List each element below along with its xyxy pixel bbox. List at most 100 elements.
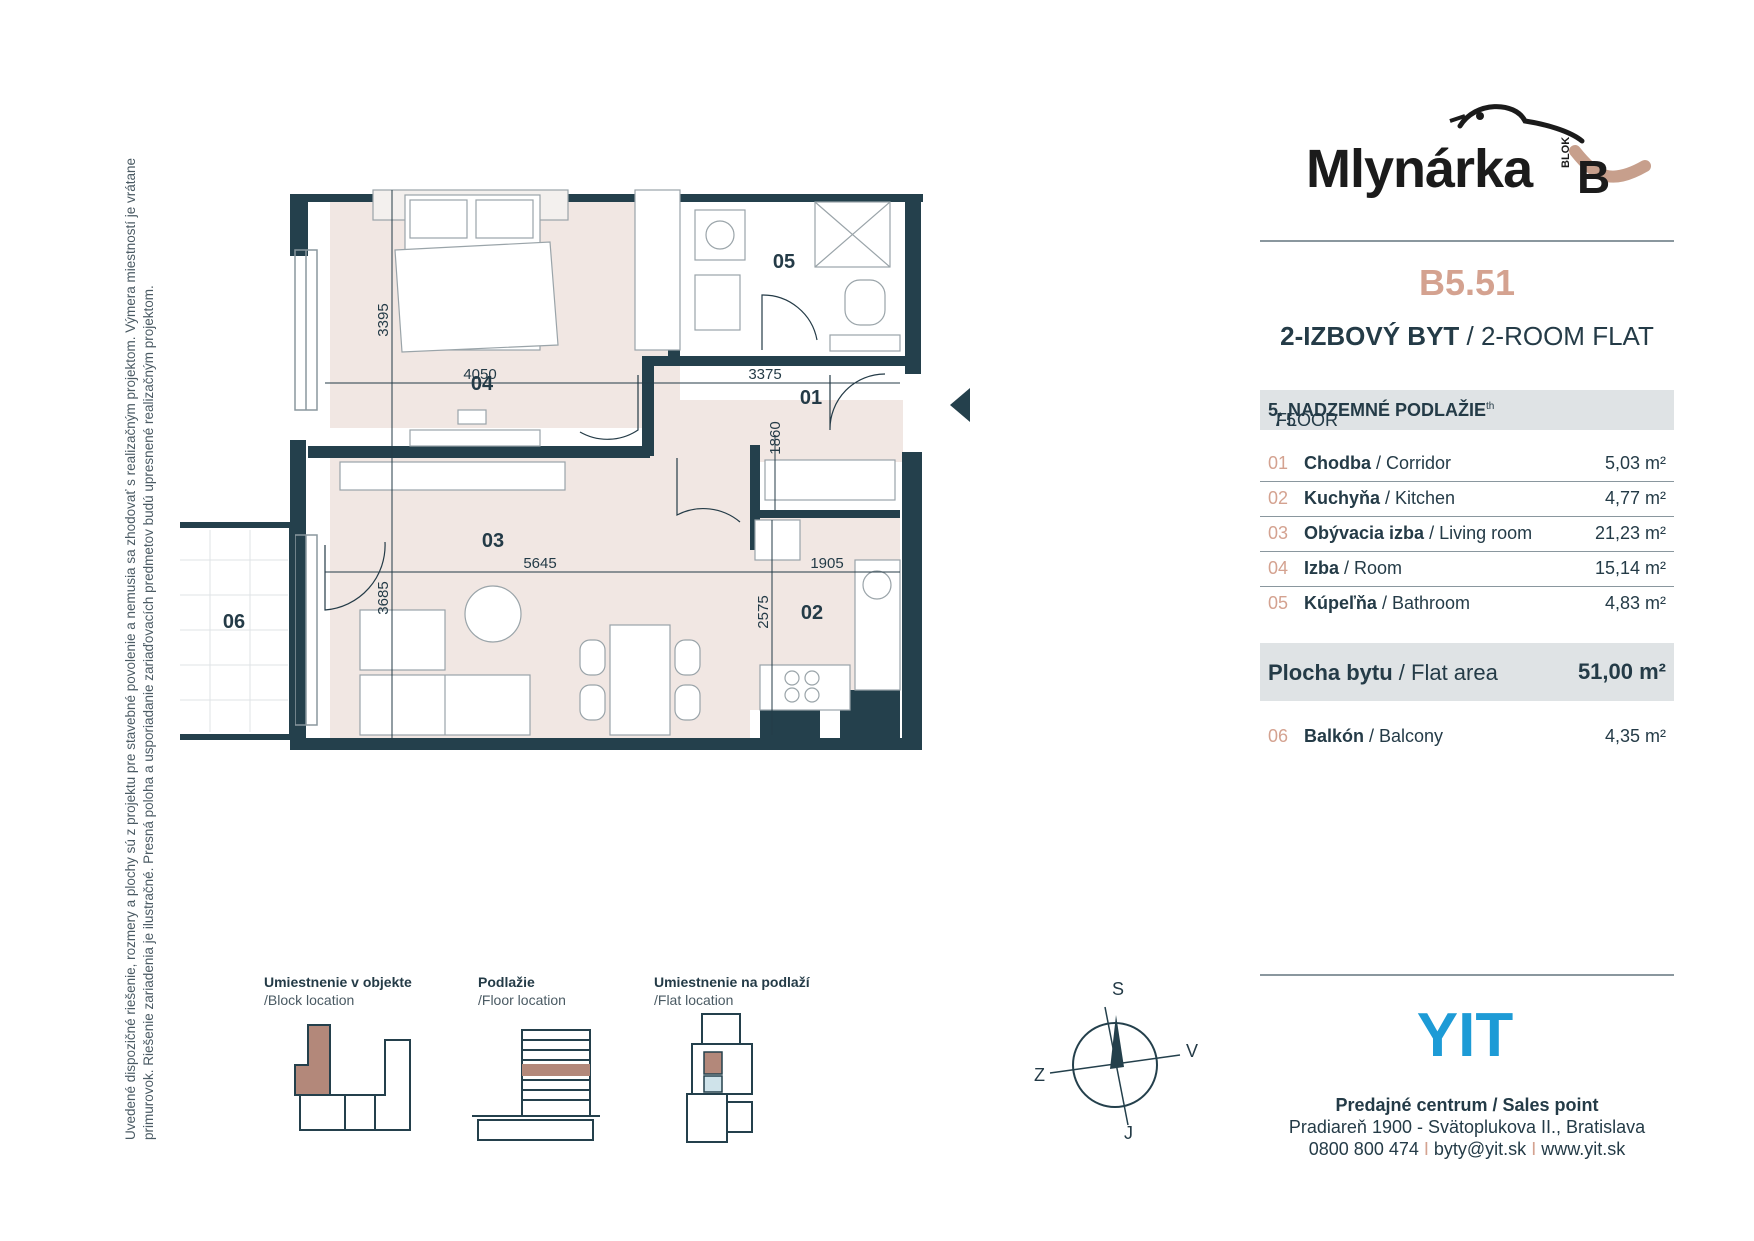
balcony [180,522,295,740]
sales-title: Predajné centrum / Sales point [1335,1095,1599,1115]
flat-type-sk: 2-IZBOVÝ BYT [1280,321,1460,351]
flat-area-label: Plocha bytu / Flat area [1268,660,1498,686]
dim-4050: 4050 [463,366,496,383]
balcony-name-en: / Balcony [1364,726,1444,746]
balcony-num: 06 [1268,726,1289,746]
compass-west: Z [1034,1065,1045,1085]
floor-bar: 5. NADZEMNÉ PODLAŽIE / 5 th FLOOR [1260,390,1674,430]
floor-location-diagram [472,1029,600,1141]
room-name-sk: Kúpeľňa [1304,593,1377,613]
room-num: 01 [1268,453,1289,473]
room-label-01: 01 [800,387,822,409]
compass: S V J Z [1034,979,1198,1143]
floor-plan: 04 05 01 03 02 06 4050 3375 5645 1905 33… [180,189,970,750]
balcony-name: Balkón / Balcony [1304,726,1443,747]
room-row: 01 Chodba / Corridor 5,03 m² [1260,446,1674,482]
room-row: 05 Kúpeľňa / Bathroom 4,83 m² [1260,586,1674,621]
floor-en-sup: th [1486,401,1495,412]
logo-blok-label: BLOK [1560,136,1572,168]
dim-3685: 3685 [375,581,392,614]
dim-1905: 1905 [810,555,843,572]
room-name-sk: Chodba [1304,453,1371,473]
sales-sep: I [1526,1139,1542,1159]
balcony-area: 4,35 m² [1604,726,1666,746]
logo-wordmark: Mlynárka [1306,139,1533,199]
room-area: 5,03 m² [1604,453,1666,473]
room-row: 04 Izba / Room 15,14 m² [1260,551,1674,587]
flat-location-title: Umiestnenie na podlaží [654,974,810,990]
floor-location-subtitle: /Floor location [478,992,566,1008]
dimension-lines [325,190,900,740]
flat-type: 2-IZBOVÝ BYT / 2-ROOM FLAT [1260,321,1674,352]
block-location-subtitle: /Block location [264,992,355,1008]
room-name-en: / Kitchen [1380,488,1456,508]
balcony-name-sk: Balkón [1304,726,1365,746]
dim-2575: 2575 [755,595,772,628]
room-row: 03 Obývacia izba / Living room 21,23 m² [1260,516,1674,552]
floor-sk: 5. NADZEMNÉ PODLAŽIE [1268,400,1487,420]
sales-sep: I [1418,1139,1434,1159]
disclaimer: Uvedené dispozičné riešenie, rozmery a p… [122,110,162,1140]
flat-area-sk: Plocha bytu [1268,660,1393,685]
room-num: 05 [1268,593,1289,613]
flat-location-subtitle: /Flat location [654,992,734,1008]
logo-blok-letter: B [1577,151,1611,203]
divider-bottom [1260,974,1674,976]
dim-1860: 1860 [767,421,784,454]
service-furniture [694,201,901,711]
sales-point: Predajné centrum / Sales point Pradiareň… [1260,1094,1674,1160]
floor-label: 5. NADZEMNÉ PODLAŽIE / 5 th FLOOR [1268,400,1495,430]
room-name-en: / Room [1339,558,1403,578]
block-location-diagram [294,1024,411,1131]
room-01-floor [645,400,903,462]
room-name: Izba / Room [1304,558,1402,579]
floor-en-pre: / 5 [1276,410,1297,430]
room-name-sk: Kuchyňa [1304,488,1381,508]
room-name-en: / Corridor [1371,453,1452,473]
entrance-arrow-icon [950,388,970,422]
sales-web[interactable]: www.yit.sk [1541,1139,1626,1159]
floor-location-title: Podlažie [478,974,535,990]
mlynarka-bird-icon [1449,104,1651,183]
sales-phone[interactable]: 0800 800 474 [1308,1139,1419,1159]
room-name: Chodba / Corridor [1304,453,1451,474]
room-name: Kuchyňa / Kitchen [1304,488,1455,509]
room-area: 4,77 m² [1604,488,1666,508]
room-label-06: 06 [223,611,245,633]
compass-ring [1072,1022,1158,1108]
flat-type-en: / 2-ROOM FLAT [1459,321,1654,351]
yit-logo-text: YIT [1417,1010,1514,1060]
room-name-en: / Bathroom [1376,593,1470,613]
room-label-02: 02 [801,602,823,624]
yit-logo: YIT [1417,1010,1514,1060]
room-area: 4,83 m² [1604,593,1666,613]
sales-contacts: 0800 800 474 I byty@yit.sk I www.yit.sk [1260,1138,1674,1160]
dim-3375: 3375 [748,366,781,383]
room-label-03: 03 [482,530,504,552]
room-name-sk: Izba [1304,558,1340,578]
doors [324,294,886,611]
room-num: 03 [1268,523,1289,543]
sales-address: Pradiareň 1900 - Svätoplukova II., Brati… [1288,1117,1646,1137]
room-name-en: / Living room [1424,523,1533,543]
disclaimer-text: Uvedené dispozičné riešenie, rozmery a p… [123,157,156,1140]
compass-north: S [1112,979,1124,999]
sales-email[interactable]: byty@yit.sk [1433,1139,1527,1159]
floor-en-post: FLOOR [1276,410,1339,430]
bedroom-furniture [372,189,681,447]
living-furniture [339,461,701,736]
dim-3395: 3395 [375,303,392,336]
room-num: 02 [1268,488,1289,508]
dim-5645: 5645 [523,555,556,572]
room-name: Kúpeľňa / Bathroom [1304,593,1470,614]
divider-top [1260,240,1674,242]
room-num: 04 [1268,558,1289,578]
unit-code: B5.51 [1418,262,1516,303]
room-area: 21,23 m² [1594,523,1666,543]
room-label-05: 05 [773,251,795,273]
room-area: 15,14 m² [1594,558,1666,578]
room-label-04: 04 [471,373,494,395]
flat-location-diagram [686,1013,753,1143]
compass-east: V [1186,1041,1198,1061]
compass-needle-icon [1110,1015,1124,1069]
